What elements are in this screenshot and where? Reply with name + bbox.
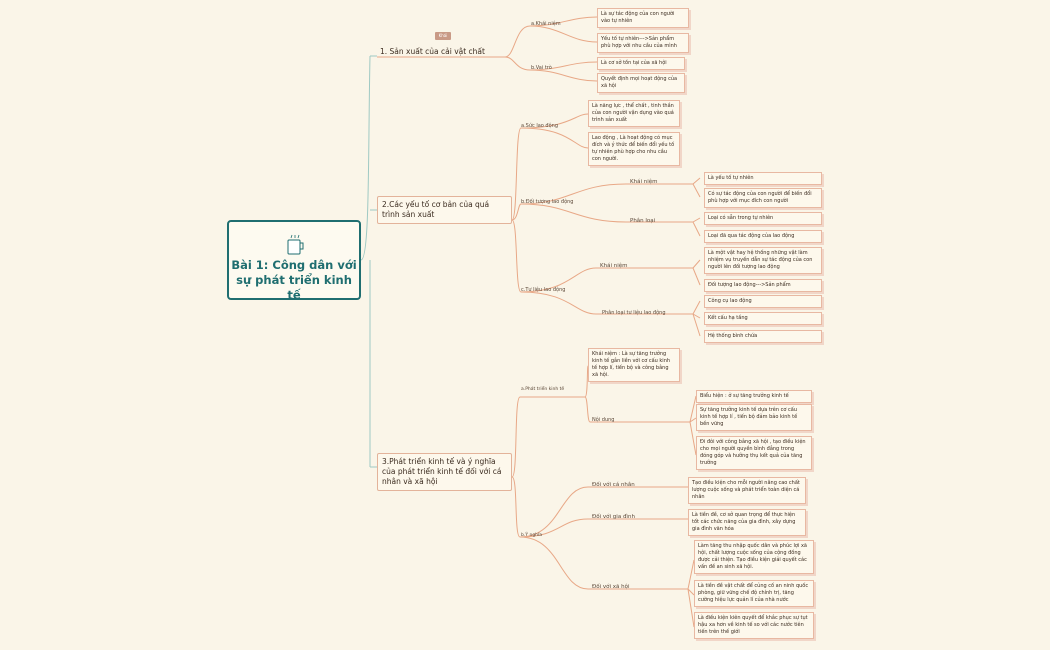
- leaf-ca-nhan[interactable]: Tạo điều kiện cho mỗi người nâng cao chấ…: [688, 477, 806, 504]
- central-topic-title: Bài 1: Công dân với sự phát triển kinh t…: [231, 258, 357, 302]
- node-gia-dinh[interactable]: Đối với gia đình: [592, 514, 635, 520]
- leaf-tl-kn-2[interactable]: Đối tượng lao động--->Sản phẩm: [704, 279, 822, 292]
- node-dt-khai-niem[interactable]: Khái niệm: [630, 179, 658, 185]
- leaf-nd-2[interactable]: Sự tăng trưởng kinh tế dựa trên cơ cấu k…: [696, 404, 812, 431]
- leaf-gia-dinh[interactable]: Là tiền đề, cơ sở quan trọng để thực hiệ…: [688, 509, 806, 536]
- leaf-tl-kn-1[interactable]: Là một vật hay hệ thống những vật làm nh…: [704, 247, 822, 274]
- node-suc-lao-dong[interactable]: a.Sức lao động: [521, 123, 559, 129]
- leaf-sld-2[interactable]: Lao động , Là hoạt động có mục đích và ý…: [588, 132, 680, 166]
- leaf-kn1-2[interactable]: Yếu tố tự nhiên--->Sản phẩm phù hợp với …: [597, 33, 689, 53]
- leaf-tl-pl-1[interactable]: Công cụ lao động: [704, 295, 822, 308]
- leaf-xh-3[interactable]: Là điều kiện kiên quyết để khắc phục sự …: [694, 612, 814, 639]
- leaf-nd-3[interactable]: Đi đôi với công bằng xã hội , tạo điều k…: [696, 436, 812, 470]
- leaf-sld-1[interactable]: Là năng lực , thể chất , tinh thần của c…: [588, 100, 680, 127]
- leaf-ptkt-kn[interactable]: Khái niệm : Là sự tăng trưởng kinh tế gắ…: [588, 348, 680, 382]
- node-vai-tro[interactable]: b.Vai trò: [531, 65, 552, 71]
- node-ca-nhan[interactable]: Đối với cá nhân: [592, 482, 635, 488]
- cup-icon: [287, 234, 304, 255]
- node-y-nghia[interactable]: b.Ý nghĩa: [521, 533, 543, 538]
- leaf-vt-1[interactable]: Là cơ sở tồn tại của xã hội: [597, 57, 685, 70]
- leaf-tl-pl-2[interactable]: Kết cấu hạ tầng: [704, 312, 822, 325]
- leaf-xh-2[interactable]: Là tiền đề vật chất để củng cố an ninh q…: [694, 580, 814, 607]
- leaf-nd-1[interactable]: Biểu hiện : ở sự tăng trưởng kinh tế: [696, 390, 812, 403]
- leaf-dt-pl-2[interactable]: Loại đã qua tác động của lao động: [704, 230, 822, 243]
- leaf-tl-pl-3[interactable]: Hệ thống bình chứa: [704, 330, 822, 343]
- node-noi-dung[interactable]: Nội dung: [592, 417, 615, 423]
- leaf-kn1-1[interactable]: Là sự tác động của con người vào tự nhiê…: [597, 8, 689, 28]
- leaf-dt-kn-1[interactable]: Là yếu tố tự nhiên: [704, 172, 822, 185]
- leaf-dt-pl-1[interactable]: Loại có sẵn trong tự nhiên: [704, 212, 822, 225]
- leaf-dt-kn-2[interactable]: Có sự tác động của con người để biến đổi…: [704, 188, 822, 208]
- topic-phat-trien[interactable]: 3.Phát triển kinh tế và ý nghĩa của phát…: [377, 453, 512, 491]
- node-tu-lieu[interactable]: c.Tư liệu lao động: [521, 287, 566, 293]
- note-tag: Khái: [435, 32, 451, 40]
- node-xa-hoi[interactable]: Đối với xã hội: [592, 584, 630, 590]
- node-ptkt[interactable]: a.Phát triển kinh tế: [521, 387, 565, 392]
- topic-san-xuat[interactable]: 1. Sản xuất của cải vật chất: [380, 47, 485, 56]
- leaf-xh-1[interactable]: Làm tăng thu nhập quốc dân và phúc lợi x…: [694, 540, 814, 574]
- leaf-vt-2[interactable]: Quyết định mọi hoạt động của xã hội: [597, 73, 685, 93]
- central-topic[interactable]: Bài 1: Công dân với sự phát triển kinh t…: [227, 220, 361, 302]
- node-dt-phan-loai[interactable]: Phân loại: [630, 218, 656, 224]
- node-tl-khai-niem[interactable]: Khái niệm: [600, 263, 628, 269]
- topic-yeu-to[interactable]: 2.Các yếu tố cơ bản của quá trình sản xu…: [377, 196, 512, 224]
- node-tl-phan-loai[interactable]: Phân loại tư liệu lao động: [602, 310, 666, 316]
- node-doi-tuong[interactable]: b.Đối tượng lao động: [521, 199, 574, 205]
- node-khai-niem-1[interactable]: a.Khái niệm: [531, 21, 561, 27]
